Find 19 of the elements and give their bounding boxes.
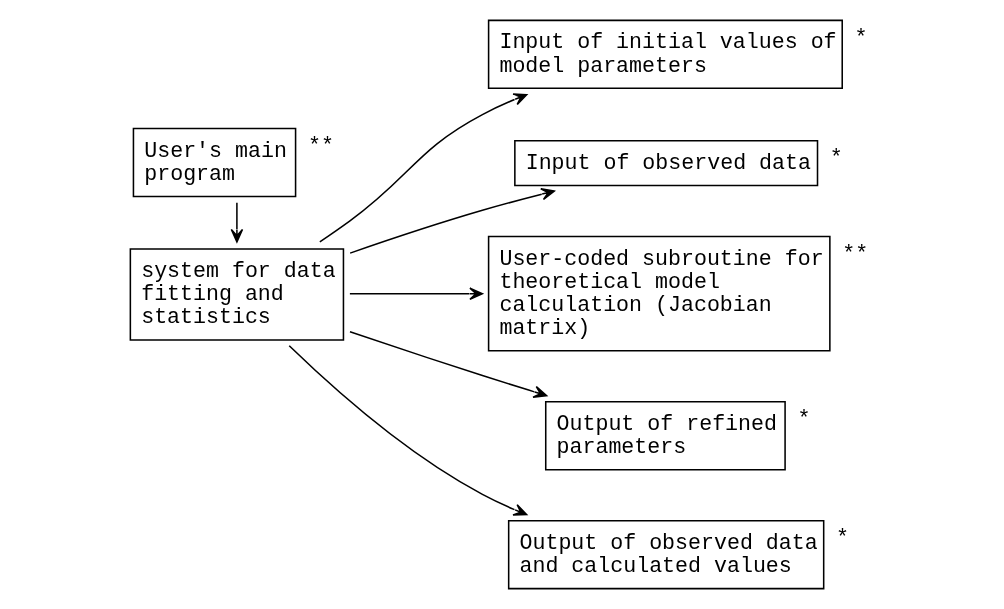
- node-label: *: [829, 146, 843, 171]
- node-box: Input of initial values of model parameters: [487, 19, 843, 90]
- arrow: [348, 331, 547, 399]
- arrow: [287, 345, 527, 516]
- node-box: Output of refined parameters: [544, 401, 786, 471]
- node-box: User's main program: [132, 127, 296, 198]
- node-label: **: [307, 133, 334, 158]
- node-box: Output of observed data and calculated values: [507, 519, 824, 590]
- node-box: User-coded subroutine for theoretical model calculation (Jacobian matrix): [487, 235, 831, 352]
- node-label: *: [854, 25, 868, 50]
- arrow: [318, 93, 527, 243]
- arrow: [230, 202, 243, 243]
- arrow: [348, 287, 483, 300]
- node-label: *: [835, 526, 849, 551]
- node-box: system for data fitting and statistics: [129, 248, 344, 341]
- node-label: **: [841, 242, 868, 267]
- node-label: *: [796, 407, 810, 432]
- node-box: Input of observed data: [513, 140, 818, 187]
- arrow: [348, 187, 555, 254]
